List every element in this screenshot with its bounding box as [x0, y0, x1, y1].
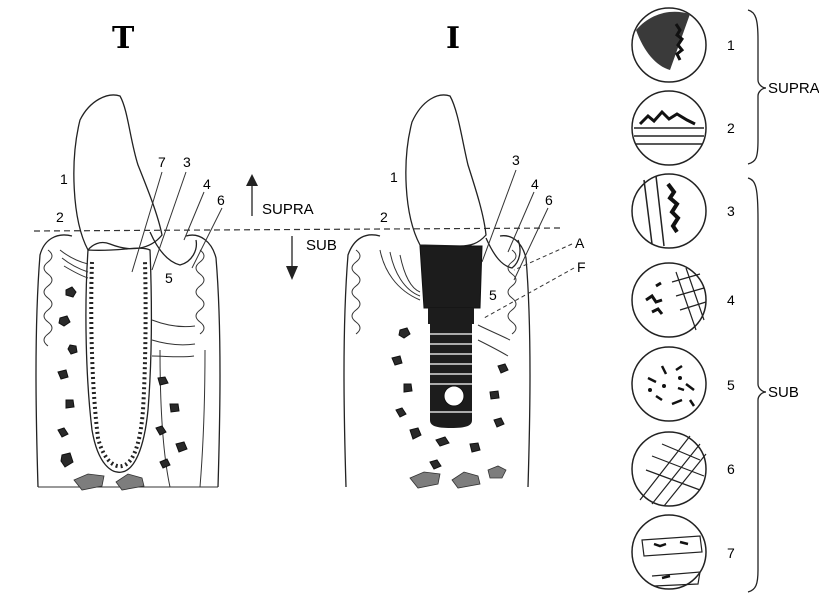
- implant-label-2: 2: [380, 209, 388, 225]
- supra-label: SUPRA: [262, 201, 314, 218]
- implant-label-f: F: [577, 259, 586, 275]
- tooth-label-1: 1: [60, 171, 68, 187]
- micro-label-5: 5: [727, 377, 735, 393]
- sub-bracket: [748, 178, 766, 592]
- zone-brackets: SUPRA SUB: [748, 10, 819, 592]
- implant-abutment: [420, 246, 482, 308]
- bracket-label-supra: SUPRA: [768, 80, 819, 97]
- tooth-label-2: 2: [56, 209, 64, 225]
- tooth-right-epithelium: [196, 250, 204, 334]
- tooth-periodontal-ligament: [91, 262, 145, 466]
- implant-arrow-4: [508, 192, 534, 252]
- implant-heading: I: [446, 21, 460, 56]
- micro-label-6: 6: [727, 461, 735, 477]
- implant-label-a: A: [575, 235, 585, 251]
- tooth-right-fibers: [152, 320, 195, 357]
- implant-label-5: 5: [489, 287, 497, 303]
- implant-vent-hole: [444, 386, 464, 406]
- micro-label-3: 3: [727, 203, 735, 219]
- tooth-arrow-4: [184, 192, 204, 240]
- micro-circle-1: 1: [632, 8, 735, 82]
- implant-left-fibers: [380, 250, 420, 300]
- implant-neck: [428, 308, 474, 324]
- implant-crown: [406, 95, 486, 246]
- implant-arrow-3: [482, 170, 516, 262]
- micro-label-4: 4: [727, 292, 735, 308]
- microbiota-panels: 1 2 3 4 5: [632, 8, 735, 589]
- micro-circle-7: 7: [632, 515, 735, 589]
- tooth-heading: T: [112, 21, 135, 56]
- tooth-arrow-6: [192, 208, 222, 268]
- implant-label-3: 3: [512, 152, 520, 168]
- micro-circle-6: 6: [632, 432, 735, 506]
- tooth-crown: [74, 95, 162, 250]
- implant-label-1: 1: [390, 169, 398, 185]
- tooth-pocket-wall: [150, 232, 196, 265]
- implant-label-4: 4: [531, 176, 539, 192]
- tooth-label-3: 3: [183, 154, 191, 170]
- tooth-label-6: 6: [217, 192, 225, 208]
- micro-label-7: 7: [727, 545, 735, 561]
- zone-indicator: SUPRA SUB: [246, 174, 337, 280]
- tooth-bone-particles: [58, 287, 187, 490]
- sub-label: SUB: [306, 237, 337, 254]
- tooth-root: [86, 248, 151, 472]
- implant-diagram: I: [344, 21, 586, 488]
- micro-circle-5: 5: [632, 347, 735, 421]
- sub-arrow-head: [286, 266, 298, 280]
- tooth-label-5: 5: [165, 270, 173, 286]
- bracket-label-sub: SUB: [768, 384, 799, 401]
- implant-left-gingiva-outline: [344, 235, 380, 487]
- tooth-left-gingiva-outline: [36, 235, 72, 487]
- micro-circle-2: 2: [632, 91, 735, 165]
- implant-label-6: 6: [545, 192, 553, 208]
- tooth-left-fibers: [60, 250, 88, 278]
- implant-right-fibers: [478, 325, 510, 356]
- gingival-margin-line: [34, 228, 560, 231]
- micro-label-2: 2: [727, 120, 735, 136]
- micro-circle-4: 4: [632, 263, 735, 337]
- implant-left-epithelium: [352, 250, 360, 334]
- implant-right-gingiva-outline: [500, 236, 530, 487]
- tooth-diagram: T: [36, 21, 225, 490]
- supra-arrow-head: [246, 174, 258, 186]
- tooth-left-epithelium: [44, 250, 52, 346]
- micro-circle-3: 3: [632, 174, 735, 248]
- micro-label-1: 1: [727, 37, 735, 53]
- tooth-label-7: 7: [158, 154, 166, 170]
- tooth-label-4: 4: [203, 176, 211, 192]
- supra-bracket: [748, 10, 766, 164]
- implant-right-epithelium: [508, 250, 516, 334]
